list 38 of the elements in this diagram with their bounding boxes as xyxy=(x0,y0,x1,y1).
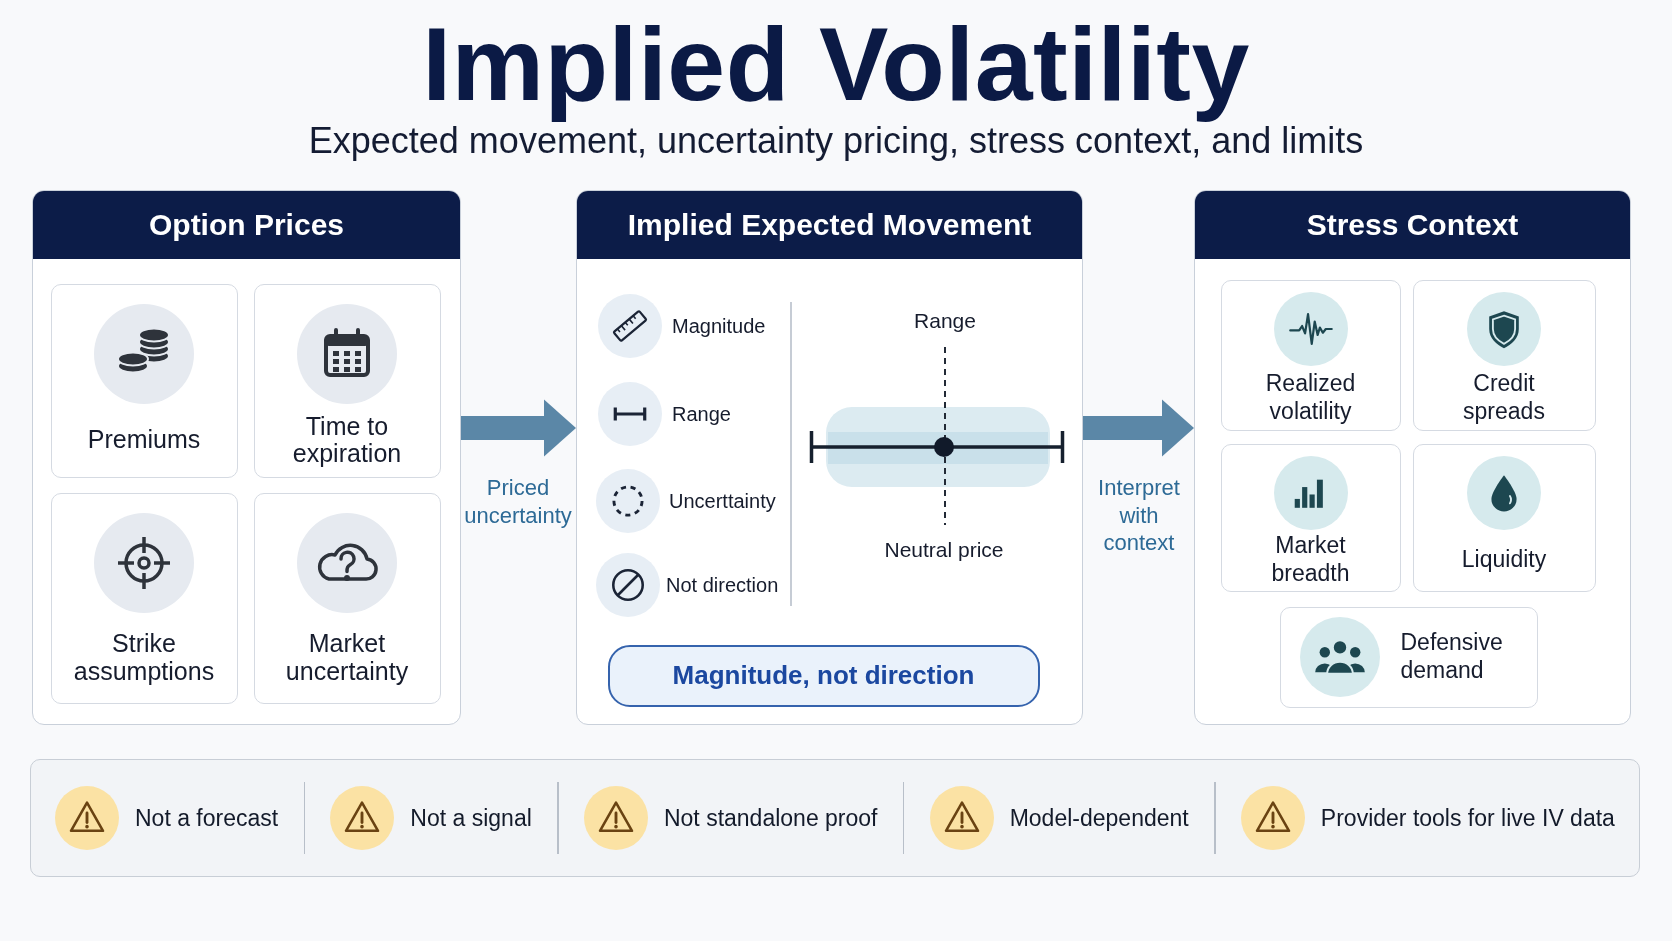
limitation-note: Not standalone proof xyxy=(663,804,878,832)
card xyxy=(253,492,441,704)
panel xyxy=(32,190,461,725)
card-label: Credit spreads xyxy=(1462,369,1546,426)
limitation-note: Provider tools for live IV data xyxy=(1320,804,1615,832)
callout-banner: Magnitude, not direction xyxy=(607,644,1040,707)
card xyxy=(1412,279,1596,431)
panel-header: Implied Expected Movement xyxy=(577,191,1082,259)
panel-header: Option Prices xyxy=(33,191,460,259)
chart-label: Range xyxy=(914,308,976,334)
panel xyxy=(1194,190,1631,725)
card-label: Liquidity xyxy=(1461,546,1547,574)
card xyxy=(1279,606,1538,708)
card-label: Market breadth xyxy=(1270,532,1351,588)
arrow xyxy=(461,399,576,457)
card-label: Strike assumptions xyxy=(72,630,216,685)
card-label: Premiums xyxy=(87,426,201,454)
card xyxy=(1220,279,1401,431)
card xyxy=(1412,443,1596,592)
feature-label: Magnitude xyxy=(672,314,766,338)
card xyxy=(50,283,238,478)
card xyxy=(1220,443,1401,592)
card-label: Defensive demand xyxy=(1400,629,1504,685)
limitation-note: Not a signal xyxy=(410,804,532,832)
panel-header: Stress Context xyxy=(1195,191,1630,259)
card xyxy=(50,492,238,704)
chart-label: Neutral price xyxy=(884,537,1004,563)
card-label: Realized volatility xyxy=(1264,369,1357,426)
feature-label: Range xyxy=(672,402,731,426)
card-label: Time to expiration xyxy=(291,412,403,468)
feature-label: Uncerttainty xyxy=(669,489,776,513)
limitation-note: Not a forecast xyxy=(135,804,279,832)
limitation-note: Model-dependent xyxy=(1009,804,1189,832)
feature-label: Not direction xyxy=(666,573,779,597)
arrow xyxy=(1083,399,1194,457)
card-label: Market uncertainty xyxy=(284,630,410,685)
title: Implied Volatility xyxy=(422,6,1250,122)
card xyxy=(253,283,441,478)
